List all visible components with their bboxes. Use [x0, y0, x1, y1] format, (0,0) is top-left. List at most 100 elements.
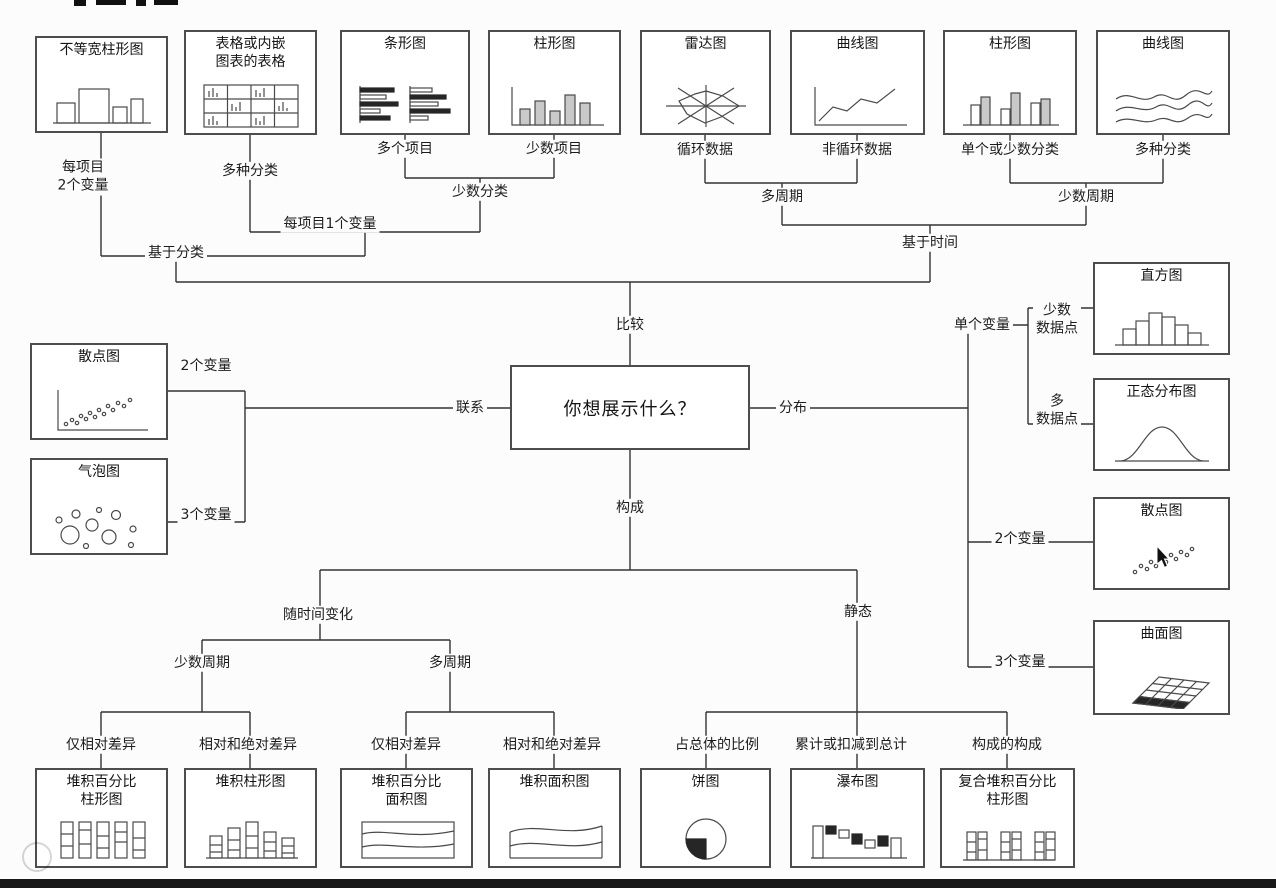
stacked-100-column-icon [59, 821, 146, 859]
chart-box-bubble: 气泡图 [30, 458, 168, 555]
chart-box-scatter-left: 散点图 [30, 343, 168, 440]
chart-box-title: 饼图 [691, 774, 720, 790]
edge-label-three-vars-right: 3个变量 [991, 652, 1049, 672]
chart-box-title: 曲面图 [1140, 626, 1183, 642]
edge-label-non-cyclical-data: 非循环数据 [819, 140, 895, 160]
edge-label-many-periods-bottom: 多周期 [426, 653, 474, 673]
edge-label-few-data-points: 少数 数据点 [1033, 301, 1081, 339]
radar-chart-icon [665, 85, 746, 127]
chart-box-title: 曲线图 [1142, 36, 1184, 52]
edge-label-components-of-components: 构成的构成 [969, 735, 1045, 755]
chart-box-scatter-right: 散点图 [1093, 497, 1230, 590]
multi-line-chart-icon [1115, 90, 1213, 123]
chart-box-variable-width-column: 不等宽柱形图 [35, 36, 168, 133]
chart-box-title: 气泡图 [78, 464, 120, 480]
line-chart-icon [813, 87, 907, 126]
edge-label-many-periods-top: 多周期 [758, 187, 806, 207]
chart-box-table: 表格或内嵌 图表的表格 [184, 30, 317, 135]
chart-box-title: 直方图 [1140, 268, 1183, 284]
stacked-column-icon [205, 821, 298, 859]
grouped-column-chart-icon [963, 92, 1059, 126]
chart-box-line: 曲线图 [790, 30, 925, 135]
chart-box-title: 堆积柱形图 [215, 774, 286, 790]
chart-box-title: 雷达图 [684, 36, 727, 52]
mouse-cursor-icon [1156, 544, 1170, 569]
edge-label-changing-over-time: 随时间变化 [280, 605, 356, 625]
chart-box-title: 堆积百分比 柱形图 [66, 774, 137, 808]
edge-label-few-periods-bottom: 少数周期 [171, 653, 233, 673]
stacked-100-area-icon [360, 821, 455, 859]
scatter-plot-icon [57, 390, 148, 431]
edge-label-two-vars-right: 2个变量 [991, 529, 1049, 549]
chart-box-bar: 条形图 [340, 30, 470, 135]
edge-label-accumulation-to-total: 累计或扣减到总计 [792, 735, 910, 755]
chart-box-title: 条形图 [384, 36, 426, 52]
chart-box-waterfall: 瀑布图 [790, 768, 925, 868]
bottom-bar [0, 879, 1276, 888]
pie-chart-icon [684, 818, 727, 860]
cutoff-title-fragment [74, 0, 194, 7]
chart-box-title: 复合堆积百分比 柱形图 [958, 774, 1057, 808]
chart-box-radar: 雷达图 [640, 30, 771, 135]
table-icon [202, 84, 299, 128]
chart-box-title: 瀑布图 [836, 774, 879, 790]
edge-label-static: 静态 [841, 602, 875, 622]
chart-box-title: 柱形图 [533, 36, 576, 52]
chart-box-grouped-column: 柱形图 [943, 30, 1077, 135]
chart-box-stacked-pct-area: 堆积百分比 面积图 [340, 768, 473, 868]
chart-box-title: 散点图 [78, 349, 120, 365]
chart-box-multi-line: 曲线图 [1096, 30, 1230, 135]
center-question-box: 你想展示什么？ [510, 365, 750, 450]
surface-chart-icon [1131, 676, 1210, 709]
chart-box-histogram: 直方图 [1093, 262, 1230, 355]
edge-label-few-periods-top: 少数周期 [1055, 187, 1117, 207]
chart-box-title: 堆积面积图 [519, 774, 590, 790]
edge-label-few-categories: 少数分类 [449, 182, 511, 202]
scatter-plot-icon [1132, 544, 1194, 575]
edge-label-single-variable: 单个变量 [951, 315, 1013, 335]
chart-box-title: 堆积百分比 面积图 [371, 774, 442, 808]
variable-width-column-chart-icon [52, 88, 151, 124]
edge-label-area-relative-only: 仅相对差异 [368, 735, 444, 755]
edge-label-time-based: 基于时间 [899, 233, 961, 253]
chart-box-stacked-pct-column: 堆积百分比 柱形图 [35, 768, 168, 868]
edge-label-single-or-few-categories: 单个或少数分类 [958, 140, 1062, 160]
branch-label-composition: 构成 [613, 498, 647, 518]
edge-label-cyclical-data: 循环数据 [674, 140, 736, 160]
chart-box-pie: 饼图 [640, 768, 771, 868]
edge-label-many-data-points: 多 数据点 [1033, 392, 1081, 430]
chart-box-column: 柱形图 [488, 30, 621, 135]
chart-box-title: 曲线图 [836, 36, 879, 52]
bar-chart-icon [359, 86, 451, 123]
chart-box-title: 表格或内嵌 图表的表格 [215, 36, 286, 70]
edge-label-many-items: 多个项目 [374, 139, 436, 159]
branch-label-distribution: 分布 [776, 398, 810, 418]
chart-box-composite-stacked-pct-column: 复合堆积百分比 柱形图 [940, 768, 1075, 868]
column-chart-icon [510, 87, 604, 126]
histogram-icon [1114, 312, 1209, 346]
chart-box-stacked-column: 堆积柱形图 [184, 768, 317, 868]
edge-label-few-items: 少数项目 [523, 139, 585, 159]
edge-label-table-many-categories: 多种分类 [219, 161, 281, 181]
chart-box-title: 正态分布图 [1126, 384, 1197, 400]
chart-box-title: 柱形图 [989, 36, 1031, 52]
branch-label-relationship: 联系 [453, 398, 487, 418]
chart-box-normal-distribution: 正态分布图 [1093, 378, 1230, 471]
edge-label-share-of-total: 占总体的比例 [672, 735, 762, 755]
edge-label-col-relative-absolute: 相对和绝对差异 [196, 735, 300, 755]
player-ring-icon [22, 842, 52, 872]
edge-label-per-item-two-vars: 每项目 2个变量 [54, 158, 112, 196]
center-question-text: 你想展示什么？ [563, 398, 697, 420]
edge-label-category-based: 基于分类 [145, 243, 207, 263]
waterfall-chart-icon [810, 825, 907, 859]
edge-label-one-var-per-item: 每项目1个变量 [280, 214, 380, 234]
composite-stacked-column-icon [962, 831, 1056, 861]
normal-distribution-icon [1114, 426, 1209, 462]
edge-label-two-vars-left: 2个变量 [177, 356, 235, 376]
chart-box-title: 散点图 [1140, 503, 1183, 519]
edge-label-three-vars-left: 3个变量 [177, 505, 235, 525]
branch-label-comparison: 比较 [613, 315, 647, 335]
chart-box-stacked-area: 堆积面积图 [488, 768, 621, 868]
chart-box-title: 不等宽柱形图 [59, 42, 144, 58]
